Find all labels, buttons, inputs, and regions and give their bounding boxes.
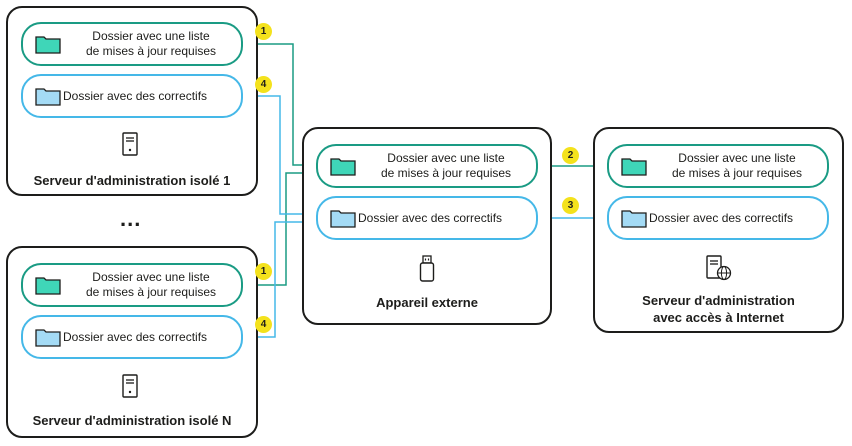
folder-icon <box>621 210 647 228</box>
step4-bottom-line <box>247 221 318 341</box>
step-badge-1-bottom: 1 <box>255 263 272 280</box>
folder-label: Dossier avec une liste de mises à jour r… <box>380 151 512 180</box>
server-icon <box>122 374 138 398</box>
isolated-n-updates-folder[interactable]: Dossier avec une liste de mises à jour r… <box>21 263 243 307</box>
step4-top-line <box>247 92 318 215</box>
step-badge-3: 3 <box>562 197 579 214</box>
internet-updates-folder[interactable]: Dossier avec une liste de mises à jour r… <box>607 144 829 188</box>
folder-label: Dossier avec une liste de mises à jour r… <box>85 270 217 299</box>
external-patches-folder[interactable]: Dossier avec des correctifs <box>316 196 538 240</box>
folder-label: Dossier avec des correctifs <box>63 329 208 344</box>
external-updates-folder[interactable]: Dossier avec une liste de mises à jour r… <box>316 144 538 188</box>
usb-drive-icon <box>419 255 435 282</box>
isolated-n-patches-folder[interactable]: Dossier avec des correctifs <box>21 315 243 359</box>
folder-icon <box>330 210 356 228</box>
isolated-1-caption: Serveur d'administration isolé 1 <box>33 173 231 188</box>
isolated-1-patches-folder[interactable]: Dossier avec des correctifs <box>21 74 243 118</box>
step-badge-4-bottom: 4 <box>255 316 272 333</box>
server-icon <box>122 132 138 156</box>
step1-bottom-line <box>243 169 313 286</box>
step-badge-1-top: 1 <box>255 23 272 40</box>
step-badge-2: 2 <box>562 147 579 164</box>
folder-icon <box>621 158 647 176</box>
folder-label: Dossier avec une liste de mises à jour r… <box>671 151 803 180</box>
folder-icon <box>35 329 61 347</box>
folder-label: Dossier avec des correctifs <box>649 210 794 225</box>
server-globe-icon <box>706 255 732 281</box>
folder-icon <box>35 88 61 106</box>
external-caption: Appareil externe <box>376 295 478 310</box>
folder-label: Dossier avec des correctifs <box>63 88 208 103</box>
folder-icon <box>330 158 356 176</box>
internet-caption: Serveur d'administration avec accès à In… <box>642 293 795 325</box>
step-badge-4-top: 4 <box>255 76 272 93</box>
ellipsis: ... <box>120 206 142 231</box>
folder-icon <box>35 36 61 54</box>
folder-icon <box>35 277 61 295</box>
folder-label: Dossier avec des correctifs <box>358 210 503 225</box>
isolated-1-updates-folder[interactable]: Dossier avec une liste de mises à jour r… <box>21 22 243 66</box>
isolated-n-caption: Serveur d'administration isolé N <box>32 413 232 428</box>
folder-label: Dossier avec une liste de mises à jour r… <box>85 29 217 58</box>
internet-patches-folder[interactable]: Dossier avec des correctifs <box>607 196 829 240</box>
